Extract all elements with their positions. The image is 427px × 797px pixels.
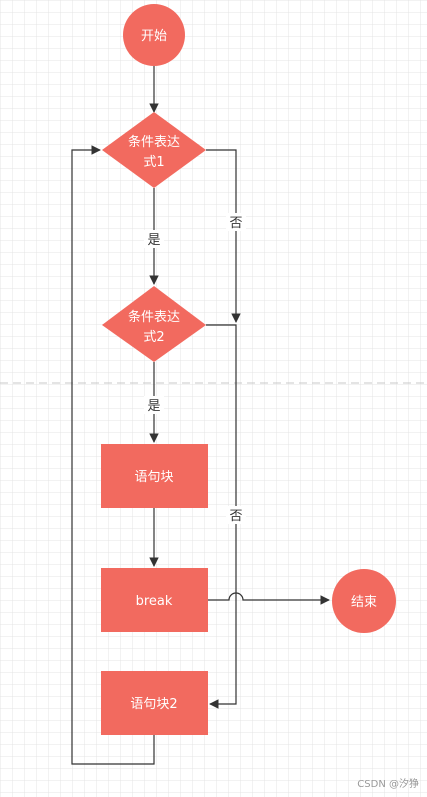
node-condition-1-line2: 式1 bbox=[143, 155, 164, 170]
node-condition-2: 条件表达 式2 bbox=[102, 286, 206, 362]
watermark: CSDN @汐狰 bbox=[357, 777, 419, 790]
node-block-2-label: 语句块2 bbox=[130, 697, 177, 712]
edge-label-yes1: 是 bbox=[147, 233, 160, 248]
node-block-2: 语句块2 bbox=[101, 671, 208, 735]
node-condition-1: 条件表达 式1 bbox=[102, 112, 206, 188]
edges bbox=[71, 66, 330, 765]
node-condition-1-line1: 条件表达 bbox=[128, 134, 180, 150]
label-bg-no2 bbox=[226, 506, 246, 524]
label-bg-yes1 bbox=[144, 230, 164, 248]
node-break-label: break bbox=[136, 594, 173, 609]
node-end: 结束 bbox=[332, 569, 396, 633]
node-start-label: 开始 bbox=[141, 29, 167, 44]
label-bg-no1 bbox=[226, 213, 246, 231]
label-bg-yes2 bbox=[144, 396, 164, 414]
node-break: break bbox=[101, 568, 208, 632]
edge-label-no2: 否 bbox=[229, 509, 242, 524]
node-start: 开始 bbox=[123, 4, 185, 66]
edge-loop-back bbox=[71, 145, 155, 765]
node-condition-2-line2: 式2 bbox=[143, 330, 164, 345]
node-condition-2-line1: 条件表达 bbox=[128, 309, 180, 325]
node-end-label: 结束 bbox=[351, 595, 377, 610]
edge-label-no1: 否 bbox=[229, 216, 242, 231]
node-block-1-label: 语句块 bbox=[134, 470, 173, 485]
edge-cond1-no bbox=[206, 149, 241, 323]
node-block-1: 语句块 bbox=[101, 444, 208, 508]
edge-label-yes2: 是 bbox=[147, 399, 160, 414]
